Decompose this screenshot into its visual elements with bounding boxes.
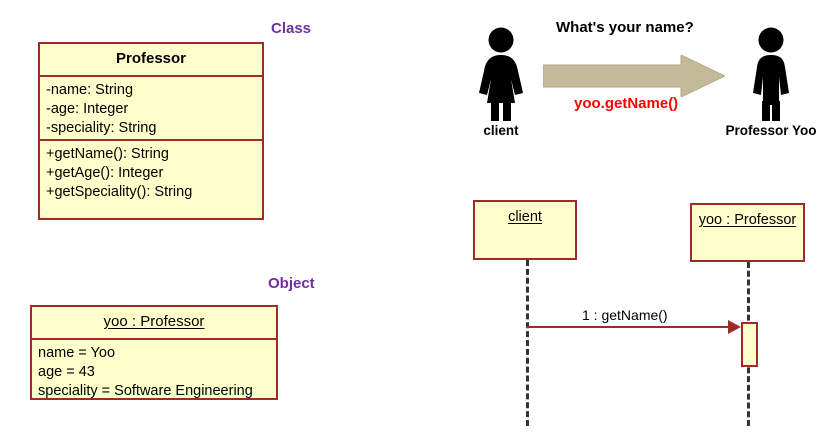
class-operation-getspeciality: +getSpeciality(): String [46, 184, 193, 200]
class-attribute-age: -age: Integer [46, 101, 129, 117]
activation-bar-yoo [741, 322, 758, 367]
object-slots-compartment: name = Yoo age = 43 speciality = Softwar… [32, 338, 276, 401]
class-attribute-name: -name: String [46, 82, 134, 98]
professor-actor-icon [740, 27, 802, 121]
professor-actor-label: Professor Yoo [725, 123, 817, 138]
lifeline-box-yoo-label: yoo : Professor [692, 205, 803, 236]
class-operation-getage: +getAge(): Integer [46, 165, 164, 181]
class-box-professor[interactable]: Professor -name: String -age: Integer -s… [38, 42, 264, 220]
object-box-name: yoo : Professor [32, 307, 276, 338]
sequence-message-label: 1 : getName() [582, 307, 668, 323]
object-slot-name: name = Yoo [38, 345, 116, 361]
object-box-name-text: yoo : Professor [103, 313, 205, 330]
object-section-caption: Object [268, 275, 315, 292]
lifeline-client [526, 260, 529, 426]
scenario-call-text: yoo.getName() [574, 95, 679, 112]
lifeline-box-client[interactable]: client [473, 200, 577, 260]
class-box-name: Professor [115, 50, 187, 67]
client-actor-icon [470, 27, 532, 121]
sequence-message-arrowhead [728, 320, 741, 334]
object-box-yoo[interactable]: yoo : Professor name = Yoo age = 43 spec… [30, 305, 278, 400]
class-operation-getname: +getName(): String [46, 146, 169, 162]
lifeline-box-yoo-label-text: yoo : Professor [698, 212, 797, 228]
object-slot-speciality: speciality = Software Engineering [38, 383, 253, 399]
scenario-question-text: What's your name? [556, 19, 694, 36]
sequence-message-line [526, 326, 729, 328]
object-slot-age: age = 43 [38, 364, 95, 380]
scenario-flow-arrow [542, 54, 727, 98]
client-actor-label: client [483, 123, 519, 138]
class-section-caption: Class [271, 20, 312, 37]
lifeline-box-client-label-text: client [508, 209, 542, 225]
class-attributes-compartment: -name: String -age: Integer -speciality:… [40, 75, 262, 139]
lifeline-box-yoo[interactable]: yoo : Professor [690, 203, 805, 262]
class-operations-compartment: +getName(): String +getAge(): Integer +g… [40, 139, 262, 207]
lifeline-box-client-label: client [475, 202, 575, 233]
class-attribute-speciality: -speciality: String [46, 120, 157, 136]
